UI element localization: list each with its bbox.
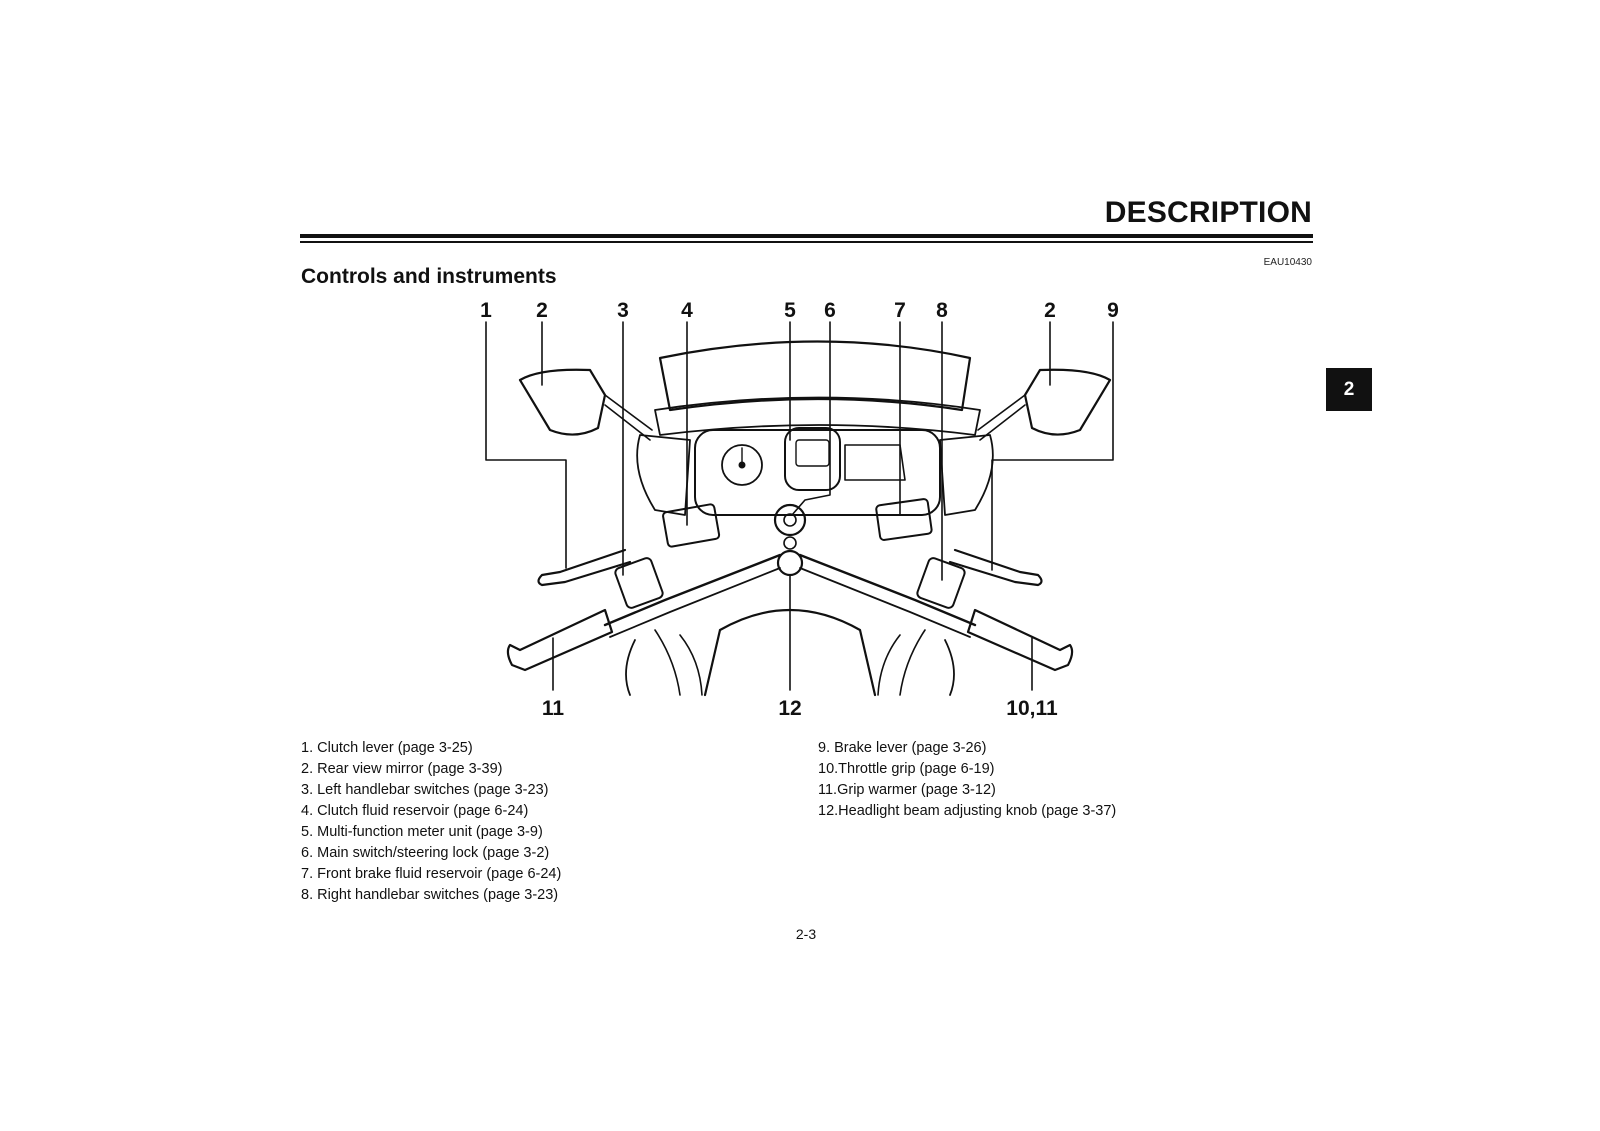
callout-6: 6 bbox=[824, 299, 836, 322]
meter-right-panel bbox=[844, 444, 906, 481]
steering-stem-nut bbox=[783, 536, 797, 550]
callout-1: 1 bbox=[480, 299, 492, 322]
grip-right bbox=[966, 608, 1074, 672]
callout-2-left: 2 bbox=[536, 299, 548, 322]
handlebar-illustration: 1 2 3 4 5 6 7 8 2 9 11 12 10,11 bbox=[480, 300, 1170, 730]
callout-7: 7 bbox=[894, 299, 906, 322]
leader-6 bbox=[791, 321, 831, 516]
windscreen bbox=[658, 340, 972, 412]
callout-9: 9 bbox=[1107, 299, 1119, 322]
legend-item: 7. Front brake fluid reservoir (page 6-2… bbox=[301, 866, 562, 882]
mirror-right bbox=[1023, 368, 1112, 436]
legend-item: 8. Right handlebar switches (page 3-23) bbox=[301, 887, 559, 903]
legend-item: 3. Left handlebar switches (page 3-23) bbox=[301, 782, 549, 798]
callout-3: 3 bbox=[617, 299, 629, 322]
handlebar-right bbox=[798, 553, 977, 627]
tank-outline bbox=[625, 639, 955, 696]
frame-left bbox=[654, 629, 703, 696]
legend-item: 1. Clutch lever (page 3-25) bbox=[301, 740, 473, 756]
fairing-right bbox=[939, 434, 994, 516]
callout-2-right: 2 bbox=[1044, 299, 1056, 322]
callout-11: 11 bbox=[541, 697, 565, 720]
multi-function-display bbox=[784, 427, 841, 491]
leader-lines bbox=[485, 321, 1114, 691]
section-title: Controls and instruments bbox=[301, 265, 557, 288]
handlebar-left-lower bbox=[609, 567, 781, 638]
callout-10-11: 10,11 bbox=[1006, 697, 1058, 720]
mirror-left-stem bbox=[604, 394, 653, 441]
document-code: EAU10430 bbox=[1263, 257, 1312, 268]
brake-lever bbox=[948, 548, 1043, 587]
windscreen-lower bbox=[654, 396, 981, 436]
left-handlebar-switches bbox=[614, 557, 664, 609]
frame-right bbox=[877, 629, 926, 696]
leader-9 bbox=[991, 321, 1114, 571]
legend-left: 1. Clutch lever (page 3-25) 2. Rear view… bbox=[301, 738, 561, 906]
clutch-reservoir bbox=[662, 503, 721, 548]
handlebar-right-lower bbox=[799, 567, 971, 638]
brake-reservoir bbox=[875, 498, 933, 541]
legend-item: 9. Brake lever (page 3-26) bbox=[818, 740, 987, 756]
tachometer bbox=[721, 444, 763, 486]
callout-4: 4 bbox=[681, 299, 693, 322]
page-number: 2-3 bbox=[795, 926, 817, 942]
callout-5: 5 bbox=[784, 299, 796, 322]
grip-left bbox=[506, 608, 614, 672]
handlebar-drawing bbox=[485, 321, 1114, 697]
mirror-right-stem bbox=[977, 394, 1026, 441]
header-rule-thin bbox=[300, 241, 1313, 243]
callout-8: 8 bbox=[936, 299, 948, 322]
meter-housing bbox=[694, 429, 941, 516]
mirror-left bbox=[518, 368, 607, 436]
main-switch bbox=[773, 503, 807, 537]
callout-12: 12 bbox=[778, 697, 802, 720]
header-rule-thick bbox=[300, 234, 1313, 238]
chapter-title: DESCRIPTION bbox=[1104, 196, 1312, 229]
right-handlebar-switches bbox=[916, 557, 966, 609]
legend-item: 2. Rear view mirror (page 3-39) bbox=[301, 761, 503, 777]
fairing-left bbox=[636, 434, 691, 516]
handlebar-left bbox=[603, 553, 782, 627]
leader-1 bbox=[485, 321, 567, 569]
legend-right: 9. Brake lever (page 3-26) 10.Throttle g… bbox=[818, 738, 1116, 822]
legend-item: 4. Clutch fluid reservoir (page 6-24) bbox=[301, 803, 529, 819]
legend-item: 6. Main switch/steering lock (page 3-2) bbox=[301, 845, 550, 861]
clutch-lever bbox=[537, 548, 632, 587]
legend-item: 11.Grip warmer (page 3-12) bbox=[818, 782, 996, 798]
fuel-tank bbox=[703, 609, 877, 697]
headlight-knob bbox=[776, 549, 804, 577]
legend-item: 12.Headlight beam adjusting knob (page 3… bbox=[818, 803, 1117, 819]
legend-item: 5. Multi-function meter unit (page 3-9) bbox=[301, 824, 543, 840]
legend-item: 10.Throttle grip (page 6-19) bbox=[818, 761, 995, 777]
meter-lcd bbox=[795, 439, 830, 467]
chapter-tab: 2 bbox=[1326, 368, 1372, 411]
main-switch-keyhole bbox=[783, 513, 797, 527]
